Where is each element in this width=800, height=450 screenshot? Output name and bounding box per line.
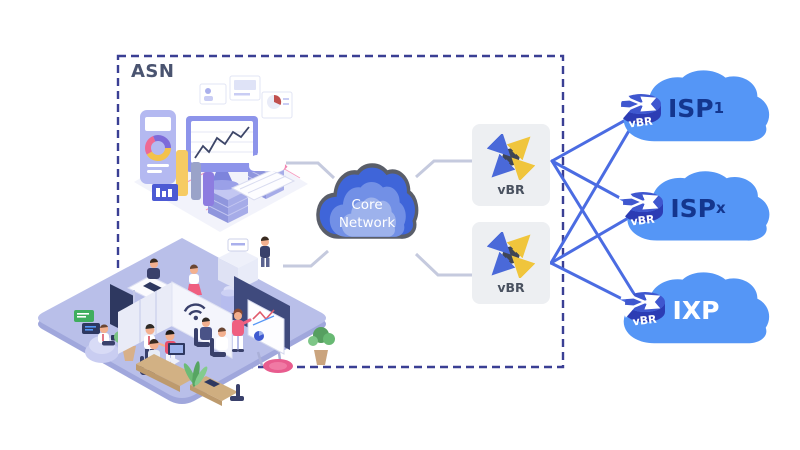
link-core-vbr1 (415, 159, 476, 179)
bar-chart-columns (176, 150, 214, 206)
analytics-illustration (134, 75, 308, 232)
ixp-label: IXP (672, 295, 720, 325)
tablet-pie-panel (140, 110, 176, 184)
router-arrows-icon (487, 231, 535, 278)
office-illustration (38, 236, 335, 406)
wifi-icon (183, 303, 206, 321)
floating-screens (74, 310, 100, 334)
mini-widget-card (152, 184, 178, 201)
pie-chart (274, 94, 282, 105)
cloud-icon (249, 147, 285, 172)
presenter-person (232, 308, 252, 352)
center-plant (183, 361, 208, 387)
core-network-label: Core Network (338, 197, 396, 231)
router-label: vBR (628, 115, 654, 131)
line-chart (194, 126, 250, 159)
link-office-core (283, 249, 329, 268)
link-vbr2-isp1 (549, 110, 642, 265)
link-analytics-core (286, 161, 336, 180)
vbr-node-1: vBR (472, 124, 550, 206)
dashboard-monitor (186, 116, 258, 190)
floating-cards (199, 75, 293, 119)
computer-desk (136, 338, 198, 392)
ixp-vbr-router: vBR (620, 286, 665, 329)
isp1-vbr-router: vBR (616, 88, 661, 131)
link-vbr2-ispx (549, 208, 644, 265)
ispx-vbr-router: vBR (618, 186, 663, 229)
vbr-node-label: vBR (497, 279, 525, 295)
rug (263, 359, 293, 373)
vbr-node-2: vBR (472, 222, 550, 304)
router-label: vBR (632, 313, 658, 329)
keyboard (230, 169, 296, 201)
vbr-node-label: vBR (497, 181, 525, 197)
whiteboard (247, 299, 285, 367)
potted-plant (308, 327, 335, 365)
asn-boundary (116, 54, 565, 369)
router-arrows-icon (487, 133, 535, 180)
audience-people (194, 317, 228, 357)
link-core-vbr2 (414, 252, 476, 277)
beanbag-person (85, 324, 120, 363)
router-label: vBR (630, 213, 656, 229)
laptop-desk (190, 376, 244, 406)
asn-boundary-label: ASN (131, 61, 175, 82)
core-network-cloud: Core Network (310, 157, 424, 253)
cloud-shape (627, 171, 770, 241)
core-cloud-shape (316, 163, 419, 239)
cloud-shape (623, 70, 770, 142)
